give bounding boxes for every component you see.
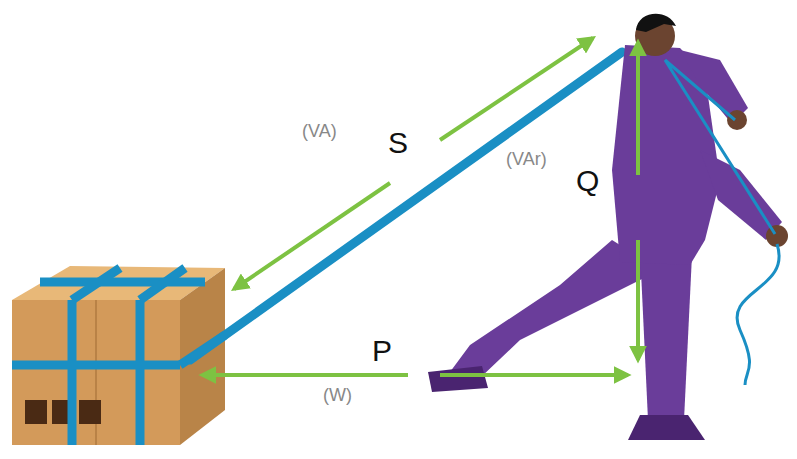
vector-label: Q [576, 166, 599, 196]
vector-arrows [202, 38, 638, 375]
vector-label: P [372, 336, 392, 366]
unit-label: (W) [323, 386, 352, 404]
man-figure [428, 14, 788, 440]
vector-label: S [388, 128, 408, 158]
unit-label: (VAr) [506, 150, 547, 168]
unit-label: (VA) [302, 122, 337, 140]
